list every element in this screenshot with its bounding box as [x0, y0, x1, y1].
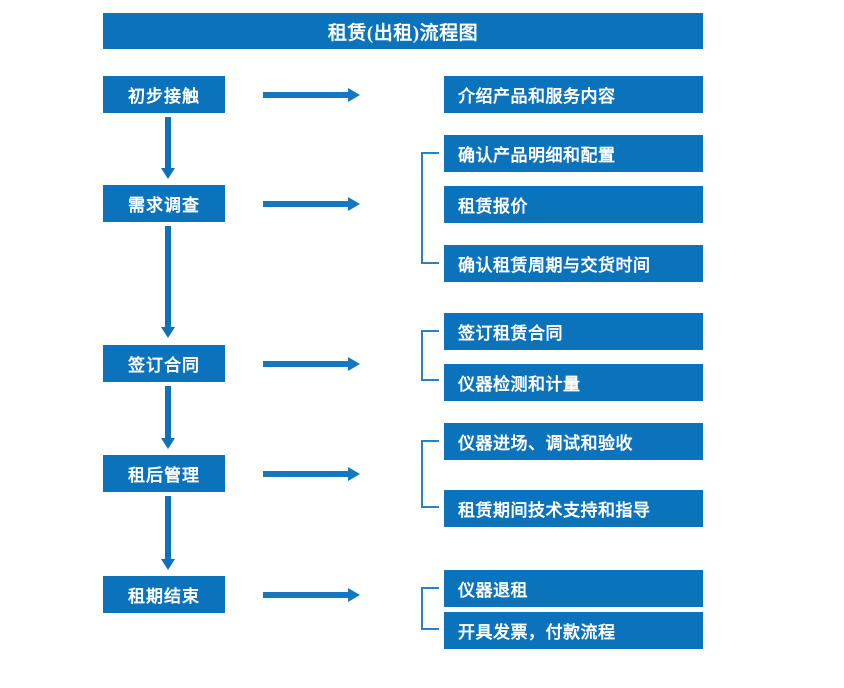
detail-box-1[interactable]: 介绍产品和服务内容	[444, 76, 703, 113]
stage-box-4[interactable]: 租后管理	[103, 455, 225, 492]
down-arrow-2	[161, 226, 175, 338]
right-arrow-head-icon	[348, 357, 360, 371]
right-arrow-stem	[263, 471, 349, 477]
down-arrow-stem	[165, 117, 171, 169]
down-arrow-stem	[165, 386, 171, 439]
down-arrow-3	[161, 386, 175, 449]
down-arrow-head-icon	[161, 327, 175, 338]
right-arrow-head-icon	[348, 467, 360, 481]
right-arrow-2	[263, 197, 360, 211]
right-arrow-5	[263, 588, 360, 602]
detail-box-5[interactable]: 签订租赁合同	[444, 313, 703, 350]
detail-box-10[interactable]: 开具发票，付款流程	[444, 612, 703, 649]
detail-box-9[interactable]: 仪器退租	[444, 570, 703, 607]
down-arrow-head-icon	[161, 559, 175, 570]
group-bracket-4	[421, 587, 439, 630]
right-arrow-4	[263, 467, 360, 481]
group-bracket-1	[421, 152, 439, 264]
group-bracket-3	[421, 440, 439, 508]
right-arrow-stem	[263, 361, 349, 367]
down-arrow-4	[161, 496, 175, 570]
stage-box-2[interactable]: 需求调查	[103, 185, 225, 222]
right-arrow-1	[263, 88, 360, 102]
detail-box-6[interactable]: 仪器检测和计量	[444, 364, 703, 401]
right-arrow-stem	[263, 92, 349, 98]
flowchart-title: 租赁(出租)流程图	[103, 13, 703, 49]
down-arrow-stem	[165, 496, 171, 560]
right-arrow-head-icon	[348, 588, 360, 602]
detail-box-4[interactable]: 确认租赁周期与交货时间	[444, 245, 703, 282]
stage-box-1[interactable]: 初步接触	[103, 76, 225, 113]
right-arrow-stem	[263, 201, 349, 207]
down-arrow-head-icon	[161, 168, 175, 179]
right-arrow-head-icon	[348, 197, 360, 211]
group-bracket-2	[421, 330, 439, 381]
down-arrow-stem	[165, 226, 171, 328]
detail-box-3[interactable]: 租赁报价	[444, 186, 703, 223]
down-arrow-head-icon	[161, 438, 175, 449]
stage-box-3[interactable]: 签订合同	[103, 345, 225, 382]
right-arrow-head-icon	[348, 88, 360, 102]
stage-box-5[interactable]: 租期结束	[103, 576, 225, 613]
detail-box-2[interactable]: 确认产品明细和配置	[444, 135, 703, 172]
detail-box-7[interactable]: 仪器进场、调试和验收	[444, 423, 703, 460]
right-arrow-stem	[263, 592, 349, 598]
down-arrow-1	[161, 117, 175, 179]
right-arrow-3	[263, 357, 360, 371]
detail-box-8[interactable]: 租赁期间技术支持和指导	[444, 490, 703, 527]
